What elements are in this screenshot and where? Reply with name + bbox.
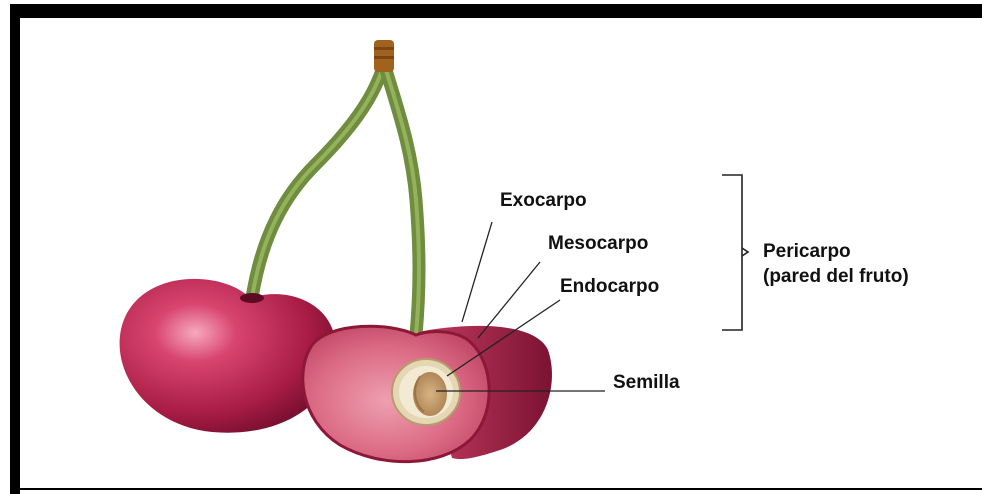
exocarp-leader — [462, 222, 492, 322]
mesocarp-label: Mesocarpo — [548, 233, 648, 256]
pericarp-bracket — [722, 175, 742, 330]
pericarp-label: Pericarpo — [763, 241, 851, 264]
whole-cherry — [120, 279, 336, 433]
left-stem — [252, 70, 382, 298]
pericarp-note-label: (pared del fruto) — [763, 266, 909, 289]
endocarp-label: Endocarpo — [560, 276, 659, 299]
exocarp-label: Exocarpo — [500, 190, 587, 213]
mesocarp-leader — [478, 262, 540, 338]
seed-label: Semilla — [613, 372, 680, 395]
right-stem — [386, 70, 419, 335]
